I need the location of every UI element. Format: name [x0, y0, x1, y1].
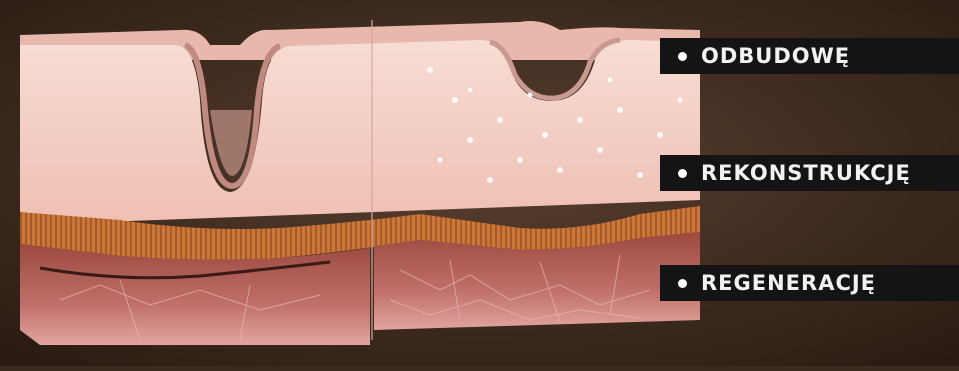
bullet-dot-icon — [678, 52, 687, 61]
label-regeneracje: REGENERACJĘ — [660, 265, 959, 301]
label-rekonstrukcje: REKONSTRUKCJĘ — [660, 155, 959, 191]
bullet-dot-icon — [678, 169, 687, 178]
label-text: REGENERACJĘ — [701, 271, 876, 295]
epidermis-layer — [20, 40, 700, 225]
label-text: ODBUDOWĘ — [701, 44, 850, 68]
label-odbudowe: ODBUDOWĘ — [660, 38, 959, 74]
label-text: REKONSTRUKCJĘ — [701, 161, 911, 185]
bullet-dot-icon — [678, 279, 687, 288]
